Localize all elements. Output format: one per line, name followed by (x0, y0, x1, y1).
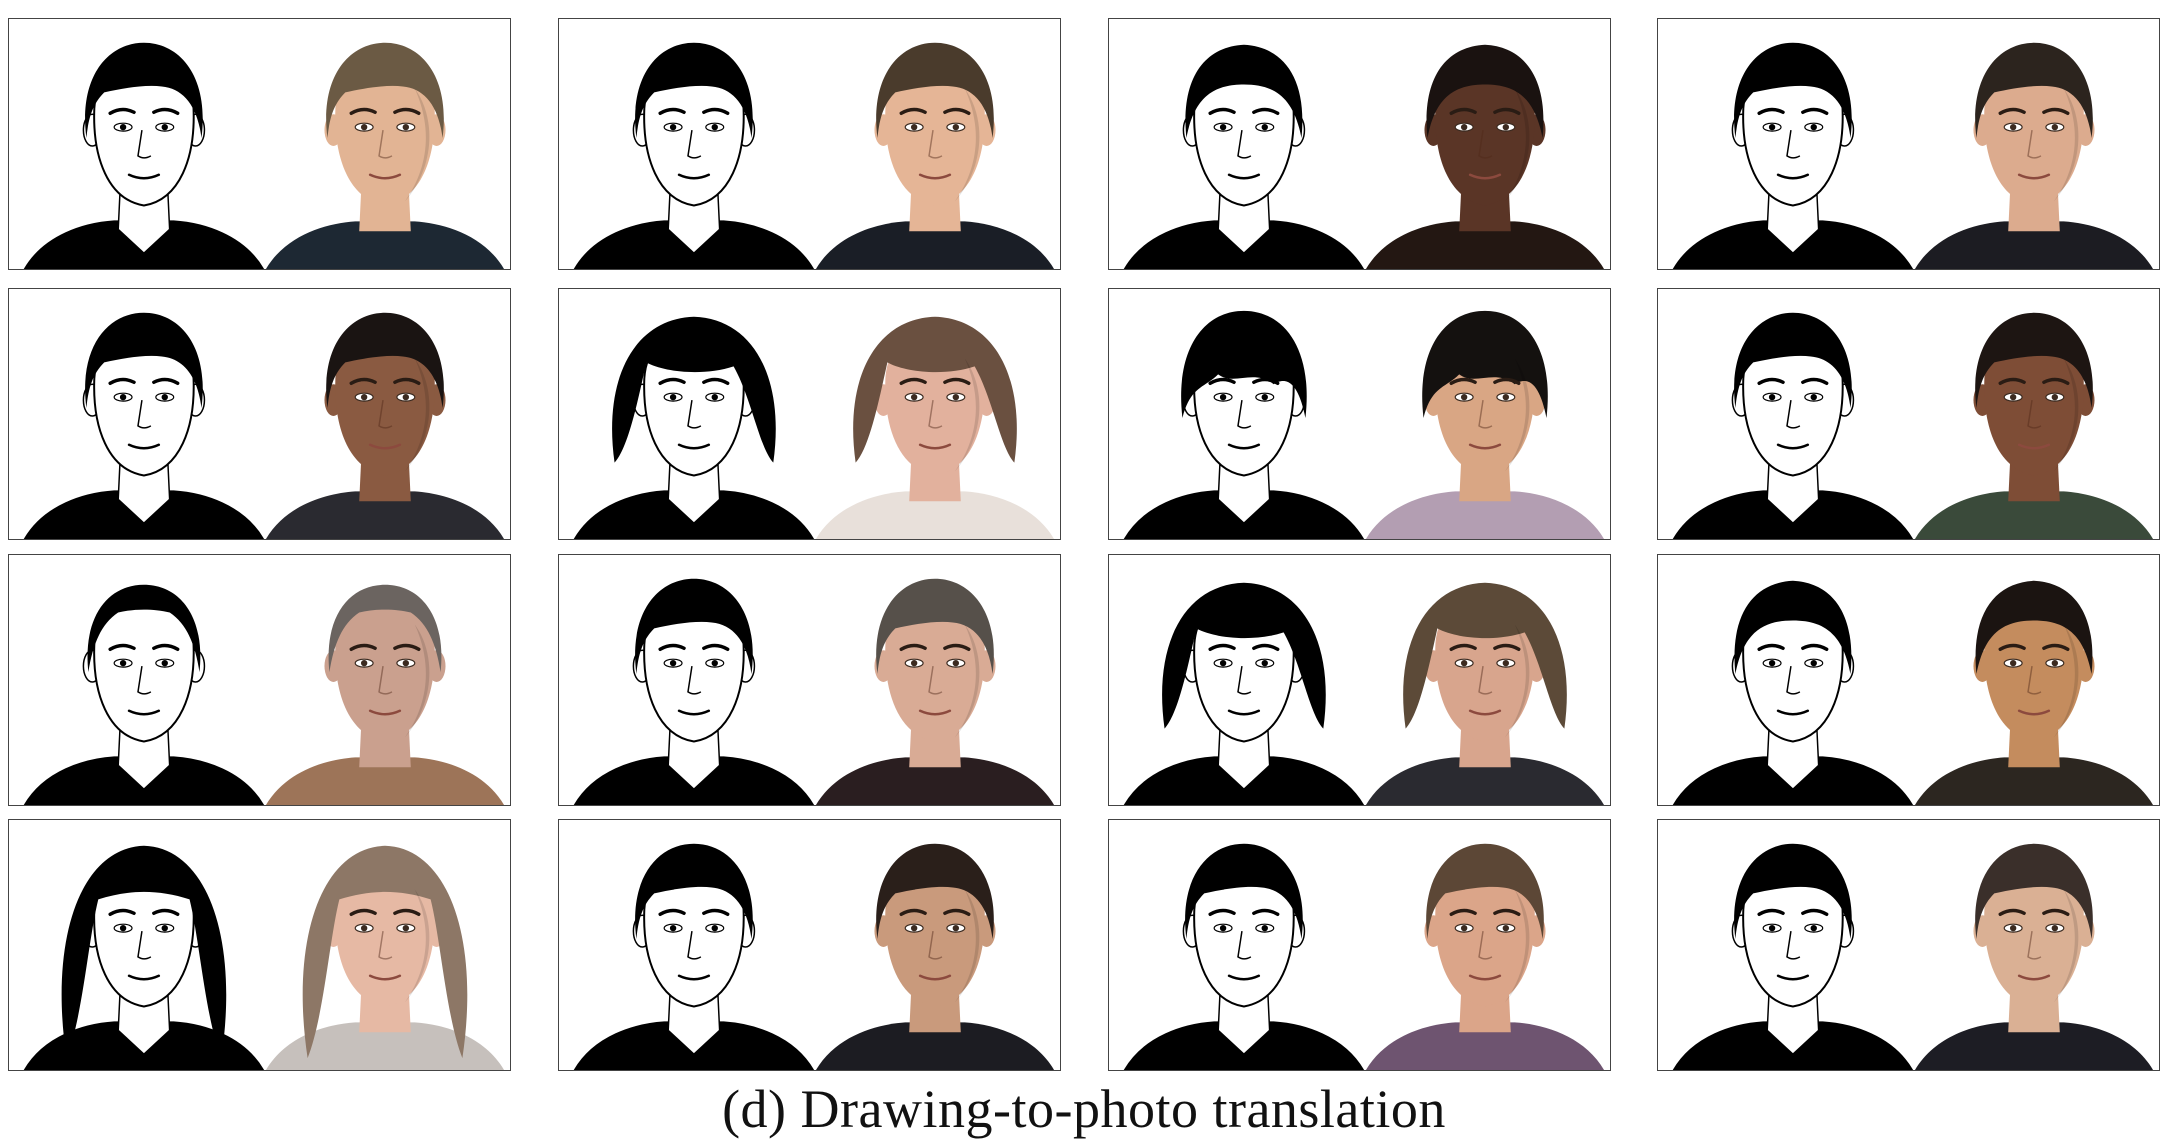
sketch-portrait (23, 42, 265, 269)
sketch-portrait (1672, 42, 1914, 269)
sketch-portrait (573, 843, 815, 1070)
photo-portrait (1914, 843, 2154, 1070)
sketch-portrait (573, 42, 815, 269)
photo-portrait (815, 42, 1055, 269)
portrait-pair-panel (8, 288, 511, 540)
photo-portrait (265, 584, 505, 805)
portrait-pair-panel (1657, 288, 2160, 540)
photo-portrait (1914, 580, 2154, 805)
figure-grid (8, 18, 2160, 1071)
photo-portrait (1914, 312, 2154, 539)
photo-portrait (1914, 42, 2154, 269)
portrait-pair-panel (8, 819, 511, 1071)
sketch-portrait (573, 316, 815, 539)
portrait-pair-panel (1108, 554, 1611, 806)
portrait-pair-image (573, 578, 1055, 805)
sketch-portrait (1672, 580, 1914, 805)
portrait-pair-image (23, 845, 505, 1070)
portrait-pair-image (1672, 843, 2154, 1070)
portrait-pair-panel (558, 18, 1061, 270)
photo-portrait (1365, 843, 1605, 1070)
portrait-pair-image (1123, 582, 1605, 805)
photo-portrait (265, 312, 505, 539)
sketch-portrait (1123, 44, 1365, 269)
photo-portrait (815, 578, 1055, 805)
portrait-pair-image (23, 584, 505, 805)
sketch-portrait (23, 312, 265, 539)
portrait-pair-image (23, 312, 505, 539)
portrait-pair-panel (1657, 554, 2160, 806)
portrait-pair-image (1672, 312, 2154, 539)
portrait-pair-image (573, 843, 1055, 1070)
sketch-portrait (23, 845, 265, 1070)
photo-portrait (1365, 582, 1605, 805)
portrait-pair-panel (558, 288, 1061, 540)
portrait-pair-panel (1108, 288, 1611, 540)
portrait-pair-panel (1108, 18, 1611, 270)
photo-portrait (1365, 310, 1605, 539)
sketch-portrait (573, 578, 815, 805)
portrait-pair-panel (1657, 18, 2160, 270)
portrait-pair-panel (1657, 819, 2160, 1071)
portrait-pair-panel (1108, 819, 1611, 1071)
sketch-portrait (23, 584, 265, 805)
portrait-pair-image (1672, 580, 2154, 805)
portrait-pair-image (1123, 310, 1605, 539)
photo-portrait (265, 845, 505, 1070)
figure-caption: (d) Drawing-to-photo translation (722, 1079, 1446, 1139)
photo-portrait (815, 316, 1055, 539)
sketch-portrait (1672, 843, 1914, 1070)
portrait-pair-image (1672, 42, 2154, 269)
portrait-pair-panel (558, 554, 1061, 806)
portrait-pair-image (573, 316, 1055, 539)
photo-portrait (815, 843, 1055, 1070)
sketch-portrait (1123, 310, 1365, 539)
photo-portrait (1365, 44, 1605, 269)
portrait-pair-image (23, 42, 505, 269)
sketch-portrait (1672, 312, 1914, 539)
portrait-pair-image (1123, 44, 1605, 269)
portrait-pair-panel (558, 819, 1061, 1071)
portrait-pair-panel (8, 554, 511, 806)
portrait-pair-image (1123, 843, 1605, 1070)
sketch-portrait (1123, 843, 1365, 1070)
portrait-pair-image (573, 42, 1055, 269)
portrait-pair-panel (8, 18, 511, 270)
sketch-portrait (1123, 582, 1365, 805)
photo-portrait (265, 42, 505, 269)
